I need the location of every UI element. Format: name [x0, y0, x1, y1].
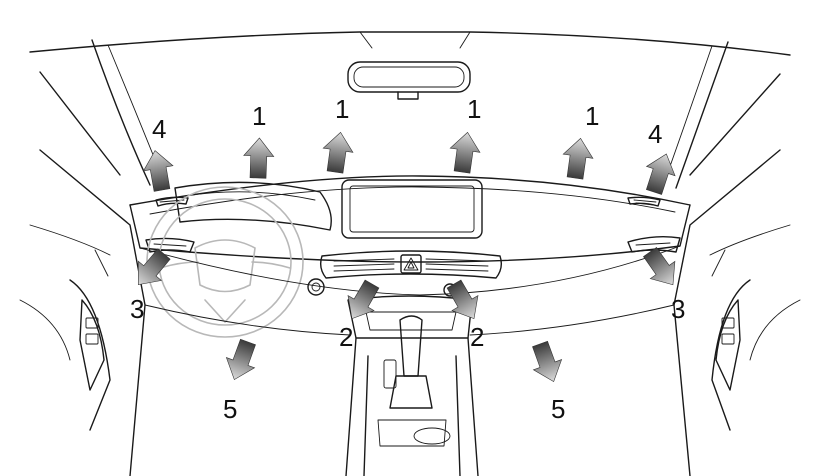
center-console — [345, 295, 479, 476]
center-vent-right — [425, 258, 489, 272]
callout-4-right: 4 — [648, 119, 663, 149]
airflow-arrow-icon — [645, 153, 676, 195]
arrow-5r — [532, 340, 563, 383]
center-display — [341, 179, 483, 239]
airflow-arrow-icon — [243, 137, 275, 179]
airflow-arrow-icon — [322, 131, 354, 174]
dashboard-top — [129, 175, 691, 263]
right-door — [673, 149, 801, 476]
demist-vent-right — [627, 196, 661, 207]
callout-1d: 1 — [585, 101, 600, 131]
airflow-arrow-icon — [347, 279, 380, 320]
airflow-arrow-icon — [643, 246, 676, 286]
rearview-mirror — [347, 61, 471, 100]
callout-4-left: 4 — [152, 114, 167, 144]
arrow-1d — [562, 137, 594, 180]
side-vent-left — [145, 237, 195, 253]
arrow-4r — [645, 153, 676, 195]
airflow-arrow-icon — [225, 338, 256, 381]
airflow-arrow-icon — [137, 248, 171, 286]
instrument-cluster — [174, 181, 332, 231]
arrow-1a — [243, 137, 275, 179]
arrow-2r — [446, 279, 479, 320]
callout-1a: 1 — [252, 101, 267, 131]
callout-3-right: 3 — [671, 294, 686, 324]
side-vent-right — [627, 235, 681, 253]
center-vent-left — [333, 258, 395, 272]
callout-5-left: 5 — [223, 394, 238, 424]
callout-1c: 1 — [467, 94, 482, 124]
windshield-frame — [29, 31, 791, 189]
callout-2-right: 2 — [470, 322, 485, 352]
callout-3-left: 3 — [130, 294, 145, 324]
callout-1b: 1 — [335, 94, 350, 124]
lower-trim — [144, 304, 675, 336]
callout-5-right: 5 — [551, 394, 566, 424]
steering-wheel — [146, 186, 304, 338]
airflow-arrow-icon — [446, 279, 479, 320]
arrow-3r — [643, 246, 676, 286]
arrow-4l — [142, 150, 174, 192]
arrow-5l — [225, 338, 256, 381]
gear-lever — [389, 315, 433, 409]
arrow-3l — [137, 248, 171, 286]
arrow-2l — [347, 279, 380, 320]
left-door — [19, 149, 146, 476]
arrow-1c — [449, 131, 481, 174]
airflow-arrow-icon — [449, 131, 481, 174]
lower-dashboard — [139, 245, 681, 297]
callout-2-left: 2 — [339, 322, 354, 352]
hazard-triangle-icon — [403, 257, 419, 271]
arrow-1b — [322, 131, 354, 174]
airflow-arrow-icon — [142, 150, 174, 192]
airflow-arrow-icon — [532, 340, 563, 383]
airflow-arrow-icon — [562, 137, 594, 180]
center-vent-panel — [319, 250, 503, 279]
